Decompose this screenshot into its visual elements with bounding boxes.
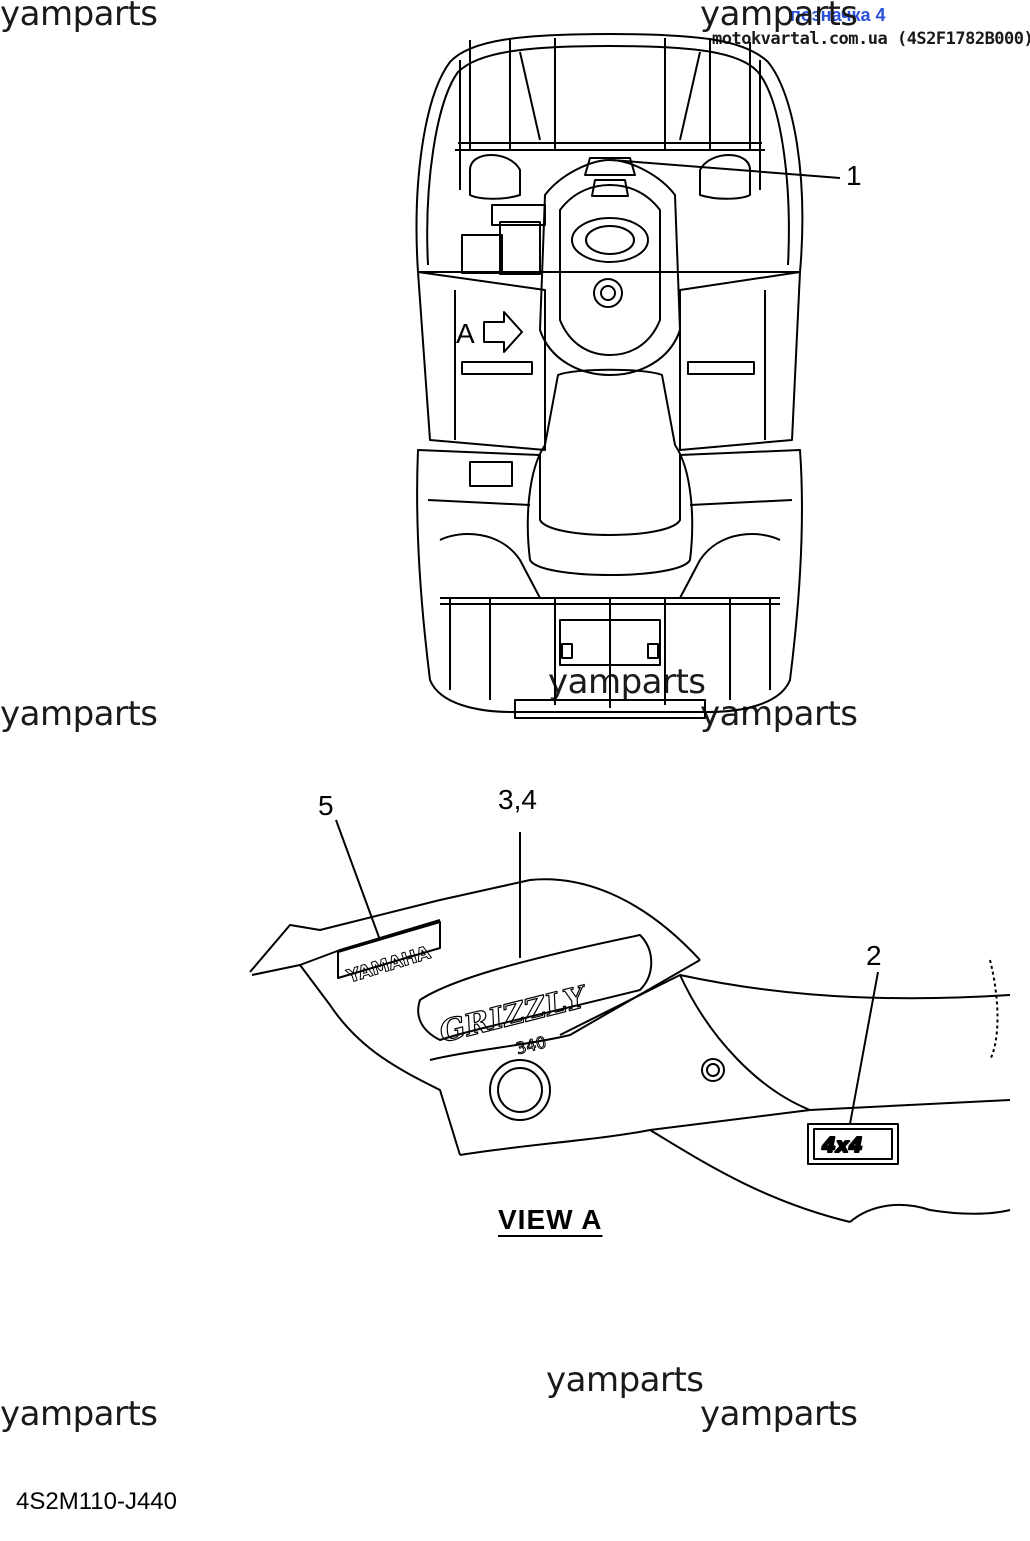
svg-text:YAMAHA: YAMAHA bbox=[344, 942, 433, 988]
callout-2: 2 bbox=[866, 940, 882, 971]
watermark: yamparts bbox=[700, 694, 858, 734]
watermark: yamparts bbox=[546, 1360, 704, 1400]
watermark: yamparts bbox=[548, 662, 706, 702]
header-label: позначка 4 bbox=[790, 5, 886, 25]
watermark: yamparts bbox=[0, 0, 158, 34]
drawing-code: 4S2M110-J440 bbox=[16, 1488, 177, 1515]
view-title: VIEW A bbox=[498, 1204, 603, 1235]
callout-1: 1 bbox=[846, 160, 862, 191]
watermark: yamparts bbox=[0, 694, 158, 734]
view-a-arrow-label: A bbox=[456, 318, 475, 349]
header-source: motokvartal.com.ua (4S2F1782B000) bbox=[712, 29, 1030, 49]
callout-3-4: 3,4 bbox=[498, 784, 537, 815]
watermark: yamparts bbox=[0, 1394, 158, 1434]
watermark: yamparts bbox=[700, 1394, 858, 1434]
watermark: yamparts bbox=[700, 0, 858, 34]
svg-text:340: 340 bbox=[514, 1032, 548, 1058]
callout-5: 5 bbox=[318, 790, 334, 821]
svg-text:4x4: 4x4 bbox=[821, 1133, 863, 1157]
